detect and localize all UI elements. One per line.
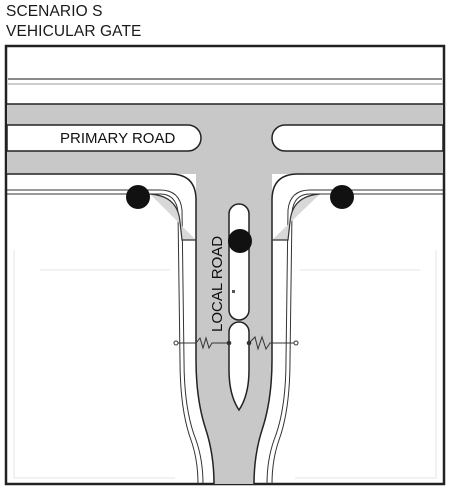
scenario-title: SCENARIO S (6, 3, 103, 20)
marker-left: 2 (126, 185, 150, 209)
sidewalk-east-inner (271, 193, 443, 485)
local-road-label: LOCAL ROAD (209, 236, 226, 332)
sidewalk-west-inner (7, 193, 199, 485)
marker-right: 2 (330, 185, 354, 209)
sidewalk-east-outer (266, 189, 443, 485)
right-island (271, 124, 444, 152)
marker-center: O (228, 229, 252, 253)
curb-ramp-west (149, 193, 196, 241)
road-edge-west (7, 173, 215, 485)
vehicular-gate (173, 335, 299, 351)
parcel-lines (13, 250, 437, 479)
median-island-north (228, 203, 250, 321)
median-island-south (228, 321, 250, 412)
curb-ramp-east (272, 193, 321, 241)
marker-right-label: 2 (338, 190, 347, 207)
post-mark (232, 290, 235, 293)
marker-center-label: O (234, 234, 246, 251)
sidewalk-west-outer (7, 189, 204, 485)
scenario-subtitle: VEHICULAR GATE (6, 23, 142, 40)
road-edge-east (253, 173, 443, 485)
left-island (6, 124, 202, 152)
primary-road-label: PRIMARY ROAD (60, 130, 175, 147)
marker-left-label: 2 (134, 190, 143, 207)
